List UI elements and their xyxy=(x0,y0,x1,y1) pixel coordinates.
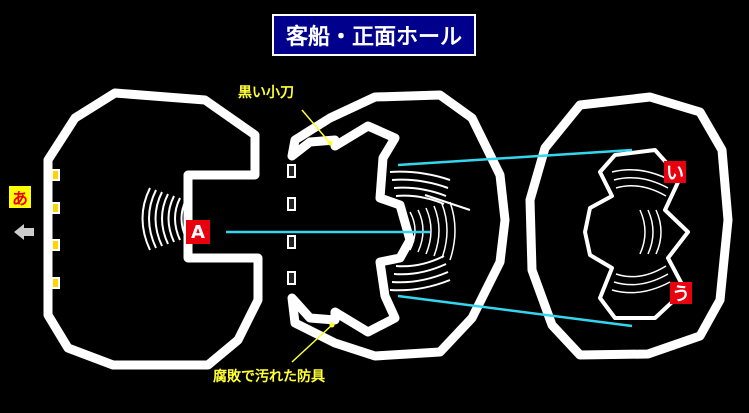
connector-lines xyxy=(226,148,633,328)
middle-room-doors xyxy=(287,164,296,285)
middle-room-stairs-center xyxy=(409,201,456,261)
left-room-stairs xyxy=(141,187,187,251)
rotten-armor-label: 腐敗で汚れた防具 xyxy=(213,369,325,385)
right-room-stairs xyxy=(611,169,671,294)
left-arrow-icon xyxy=(14,224,34,240)
middle-room-stairs-top xyxy=(389,170,471,211)
middle-room xyxy=(287,90,510,361)
map-title: 客船・正面ホール xyxy=(272,14,476,56)
armor-location-dot xyxy=(329,322,335,328)
marker-i-ja: い xyxy=(664,161,686,184)
left-room-doors xyxy=(51,169,60,289)
right-room-inner xyxy=(583,148,690,320)
label-pointers xyxy=(291,109,333,363)
dagger-location-dot xyxy=(327,140,333,146)
connector-top-line xyxy=(397,148,633,167)
marker-u-ja: う xyxy=(670,282,692,305)
connector-bottom-line xyxy=(397,294,633,328)
black-dagger-label: 黒い小刀 xyxy=(238,85,294,101)
middle-room-stairs-bottom xyxy=(389,255,451,292)
marker-A: A xyxy=(186,220,210,244)
right-room xyxy=(525,92,733,360)
marker-a-ja: あ xyxy=(9,186,31,208)
left-room xyxy=(43,88,263,370)
